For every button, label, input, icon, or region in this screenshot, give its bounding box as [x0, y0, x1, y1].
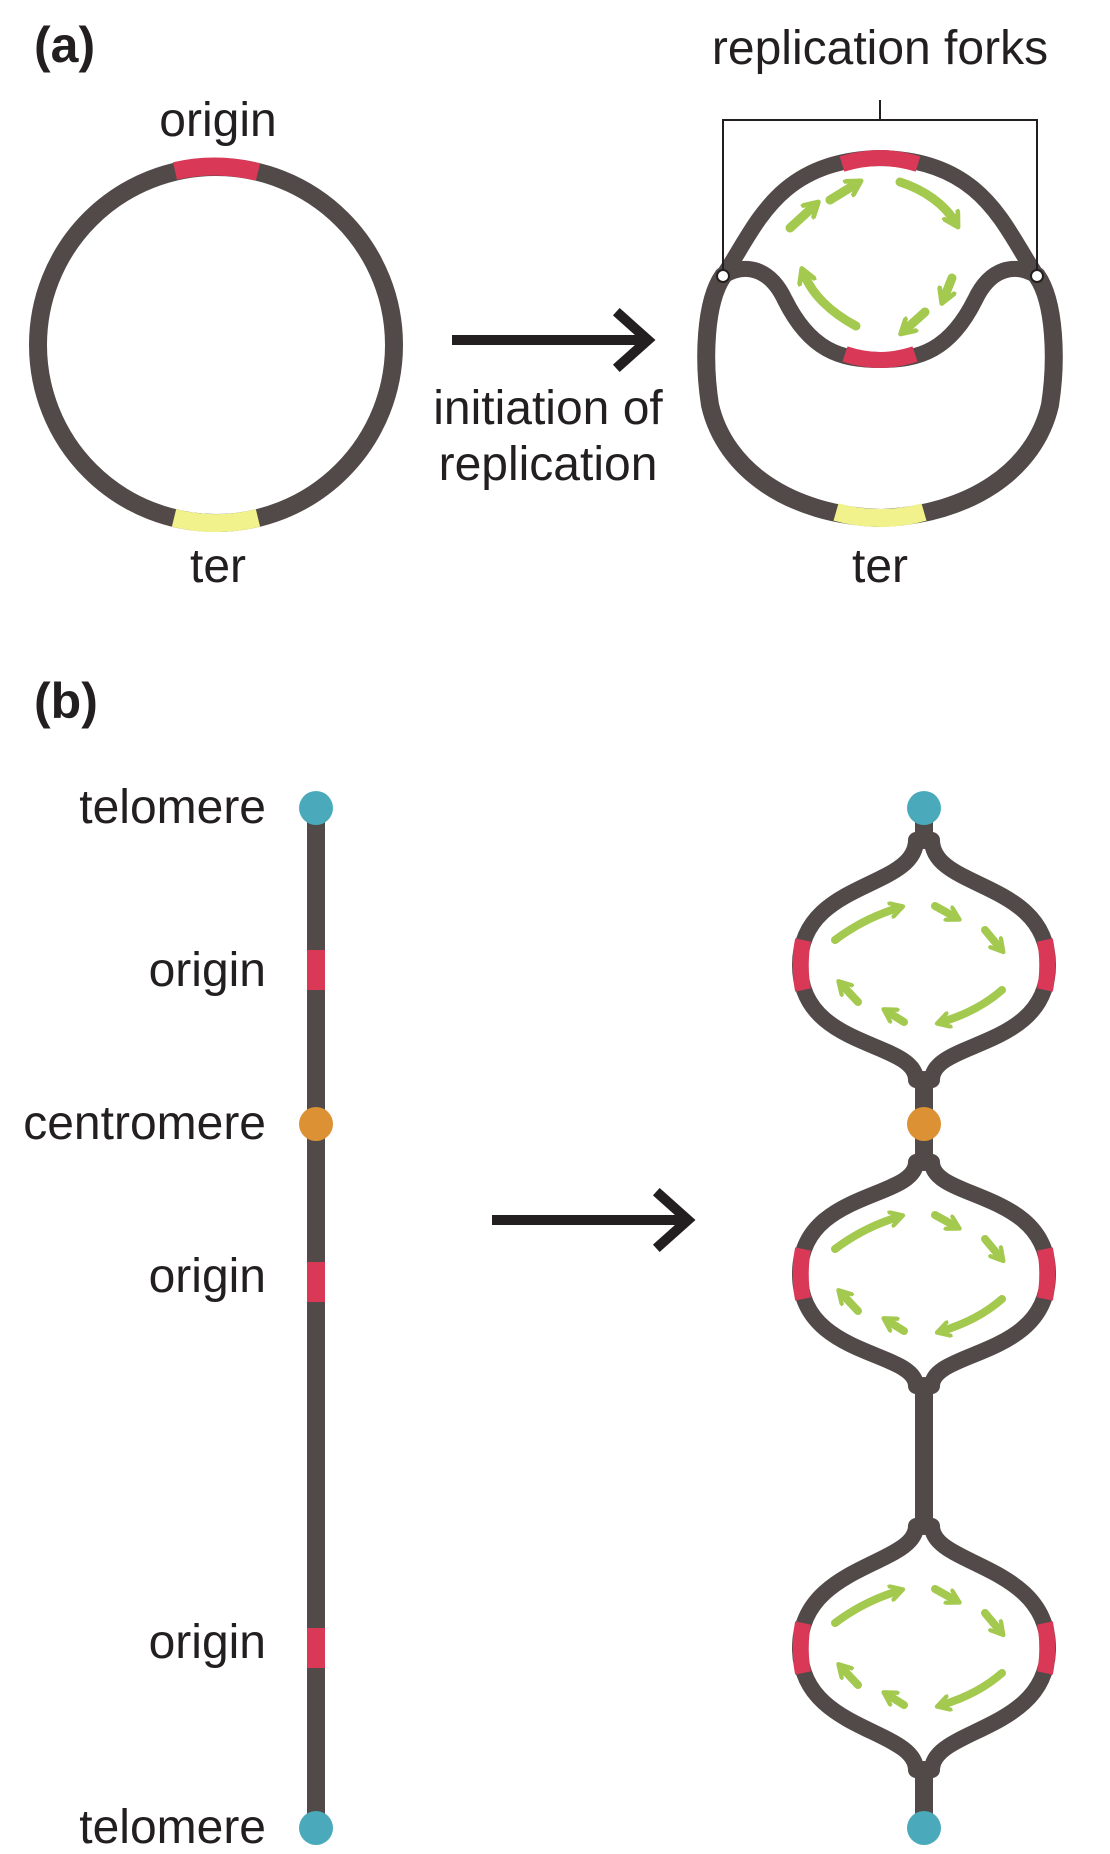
linear-chromosome: [299, 791, 333, 1845]
origin-label: origin: [159, 94, 276, 147]
origin-3-label: origin: [149, 1616, 266, 1669]
bubble-arrows: [831, 906, 1006, 1705]
fork-point-right: [1030, 269, 1044, 283]
ter-label-left: ter: [190, 540, 246, 593]
ter-label-right: ter: [852, 540, 908, 593]
origin-segment: [173, 157, 261, 181]
telomere-top-dot-replicated: [907, 791, 941, 825]
initiation-label-line2: replication: [439, 438, 658, 491]
telomere-bottom-label: telomere: [79, 1801, 266, 1854]
telomere-bottom-dot: [299, 1811, 333, 1845]
replication-forks-label: replication forks: [712, 22, 1048, 75]
origin-3-segment: [307, 1628, 325, 1668]
replicating-linear-chromosome: [791, 791, 1057, 1845]
forks-bracket: [722, 100, 1038, 270]
origin-2-segment: [307, 1262, 325, 1302]
panel-b-label: (b): [34, 673, 98, 729]
origin-1-segment: [307, 950, 325, 990]
centromere-dot-replicated: [907, 1107, 941, 1141]
circular-chromosome: [29, 157, 403, 533]
replicating-circle: [697, 100, 1063, 528]
centromere-label: centromere: [23, 1097, 266, 1150]
fork-arrows: [785, 177, 955, 330]
panel-a-label: (a): [34, 17, 95, 73]
ter-segment: [171, 509, 261, 533]
origin-1-label: origin: [149, 944, 266, 997]
fork-point-left: [716, 269, 730, 283]
telomere-bottom-dot-replicated: [907, 1811, 941, 1845]
replication-arrow-b: [492, 1187, 696, 1253]
initiation-arrow: [452, 307, 656, 373]
telomere-top-dot: [299, 791, 333, 825]
initiation-label-line1: initiation of: [433, 382, 663, 435]
telomere-top-label: telomere: [79, 781, 266, 834]
centromere-dot: [299, 1107, 333, 1141]
origin-2-label: origin: [149, 1250, 266, 1303]
